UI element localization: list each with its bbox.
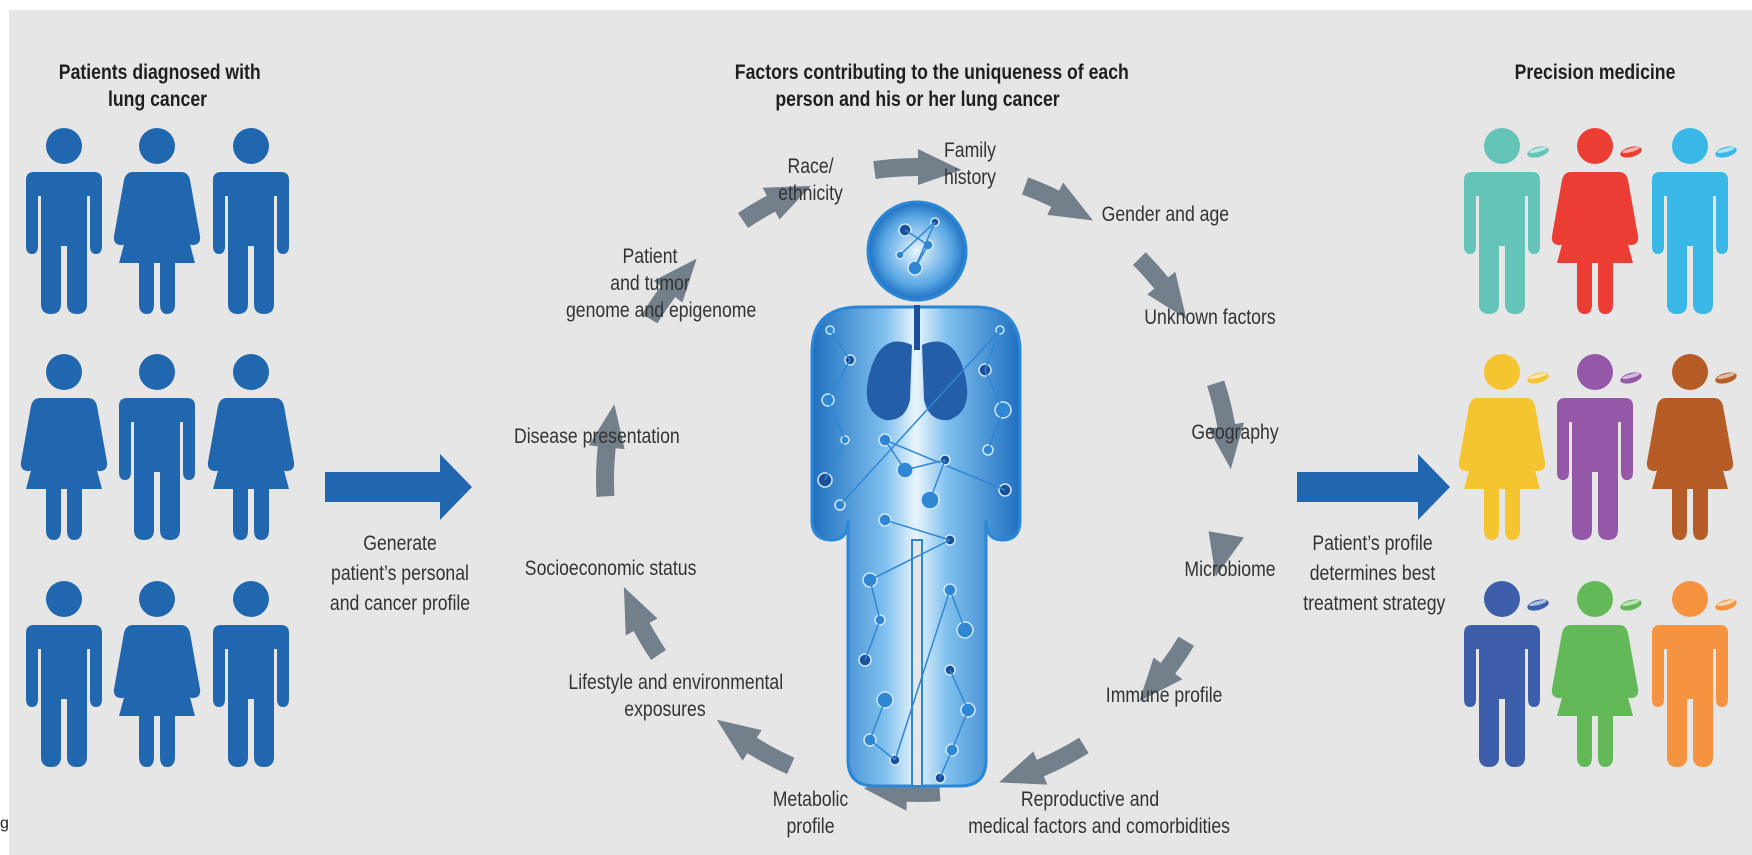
cell-link <box>894 589 951 761</box>
cycle-arrow <box>1139 636 1195 702</box>
cell-link <box>827 399 846 441</box>
patient-icon-male <box>119 354 195 540</box>
patient-icon-male <box>26 128 102 314</box>
cell-link <box>904 229 929 246</box>
treated-patient-icon-female <box>1551 128 1642 314</box>
stray-caption-fragment: g <box>0 815 9 832</box>
cycle-arrow <box>873 149 962 185</box>
cycle-arrow <box>999 737 1089 785</box>
patient-icon-female <box>20 354 108 540</box>
cycle-arrow <box>588 404 625 497</box>
patient-icon-female <box>113 128 201 314</box>
cycle-arrow <box>1208 531 1244 577</box>
patient-icon-male <box>213 128 289 314</box>
generate-profile-arrow <box>325 454 472 520</box>
factor-geography: Geography <box>1191 421 1279 444</box>
body-head <box>866 200 968 302</box>
patient-icon-male <box>213 581 289 767</box>
factor-microbiome: Microbiome <box>1184 558 1276 581</box>
cycle-arrow <box>623 587 666 661</box>
cell-link <box>899 221 936 256</box>
cell-link <box>929 459 946 501</box>
cell-link <box>987 409 1004 451</box>
cycle-arrow <box>716 719 795 775</box>
cycle-arrow <box>1021 177 1094 221</box>
cell-link <box>869 699 886 741</box>
factor-disease-presentation: Disease presentation <box>514 425 680 448</box>
cell-link <box>827 359 851 401</box>
cell-link <box>904 459 946 471</box>
determine-strategy-arrow <box>1297 454 1450 520</box>
cell-link <box>949 589 966 631</box>
factor-race-ethnicity: Race/ethnicity <box>778 155 843 205</box>
cell-link <box>869 539 951 581</box>
left-lung <box>866 341 912 421</box>
factor-unknown: Unknown factors <box>1144 306 1276 329</box>
treated-patient-icon-male <box>1464 128 1549 314</box>
cell-link <box>984 369 1004 411</box>
cell-link <box>914 221 936 269</box>
cell-link <box>869 739 896 761</box>
cell-link <box>864 619 881 661</box>
treated-patient-icon-male <box>1652 581 1737 767</box>
cycle-arrow <box>1132 252 1187 319</box>
cell-link <box>939 749 953 779</box>
right-lung <box>922 341 968 421</box>
cell-link <box>824 439 846 481</box>
cell-link <box>884 519 951 541</box>
patient-icon-female <box>207 354 295 540</box>
cell-link <box>951 709 969 751</box>
cell-link <box>884 439 906 471</box>
precision-medicine-heading: Precision medicine <box>1514 61 1676 84</box>
treated-patient-icon-male <box>1557 354 1642 540</box>
cycle-arrow <box>641 258 697 324</box>
precision-medicine-group <box>1458 128 1737 767</box>
cell-link <box>839 329 1001 506</box>
treated-patient-icon-female <box>1551 581 1642 767</box>
factor-immune-profile: Immune profile <box>1105 684 1223 707</box>
factor-socioeconomic: Socioeconomic status <box>524 557 697 580</box>
human-body-figure <box>810 200 1022 788</box>
treated-patient-icon-male <box>1464 581 1549 767</box>
body-trachea <box>914 305 920 350</box>
factor-gender-age: Gender and age <box>1101 203 1230 226</box>
cell-link <box>949 669 969 711</box>
patient-icon-male <box>26 581 102 767</box>
body-leg-gap <box>911 539 923 787</box>
treated-patient-icon-male <box>1652 128 1737 314</box>
treated-patient-icon-female <box>1646 354 1737 540</box>
factors-heading: Factors contributing to the uniqueness o… <box>734 61 1129 111</box>
cell-link <box>829 329 851 361</box>
cell-link <box>984 329 1001 371</box>
cycle-arrow <box>737 185 811 228</box>
treated-patient-icon-female <box>1458 354 1549 540</box>
patients-diagnosed-group <box>20 128 295 767</box>
patient-icon-female <box>113 581 201 767</box>
cell-link <box>869 579 881 621</box>
cell-network <box>817 217 1012 784</box>
cycle-arrow <box>1207 380 1244 470</box>
